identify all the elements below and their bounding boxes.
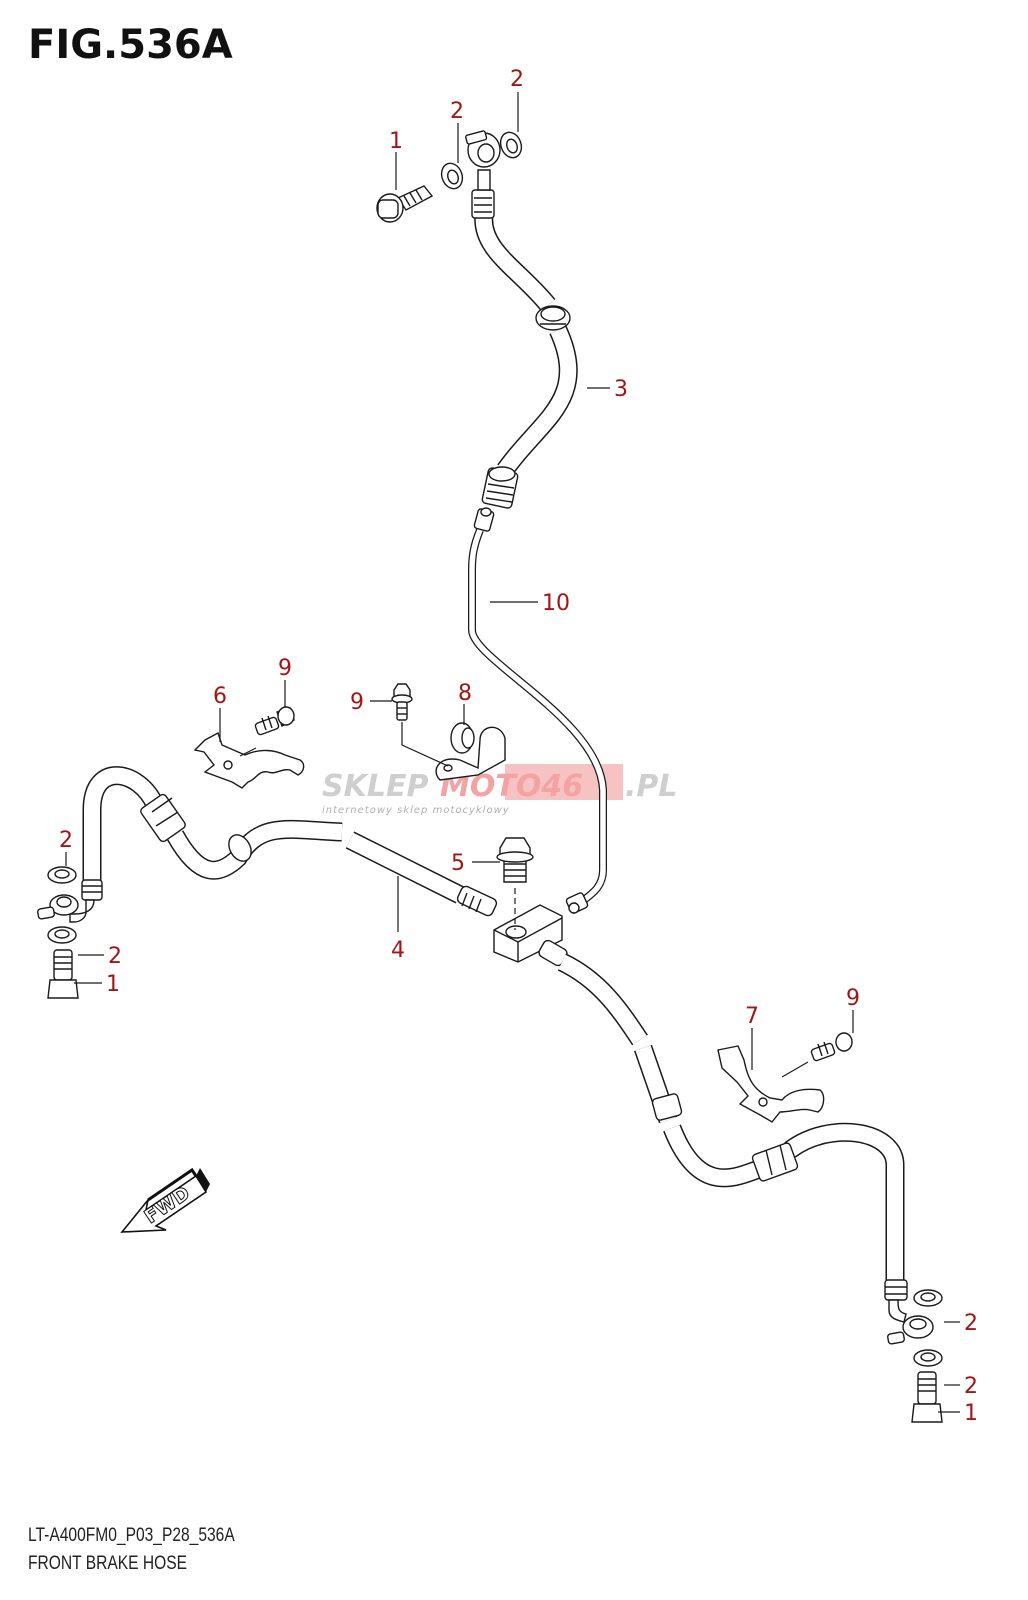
hose-clamp-bracket-left[interactable] (193, 731, 305, 789)
watermark: SKLEP MOTO46 .PL internetowy sklep motoc… (322, 764, 678, 816)
front-brake-hose-left[interactable] (69, 766, 498, 923)
banjo-fitting-top (465, 130, 501, 168)
gasket-left-lower[interactable] (47, 926, 77, 944)
callout-8[interactable]: 8 (458, 681, 472, 706)
callout-9-right[interactable]: 9 (846, 986, 860, 1011)
brake-pipe[interactable] (468, 507, 607, 914)
callout-4[interactable]: 4 (391, 938, 405, 963)
hose-coupler-right (751, 1142, 799, 1182)
gasket-right-upper[interactable] (913, 1289, 943, 1307)
union-bolt-top[interactable] (376, 185, 434, 223)
figure-name: FRONT BRAKE HOSE (28, 1553, 188, 1574)
callouts: 1 2 2 3 10 6 9 9 8 5 4 2 2 (59, 67, 978, 1426)
callout-2-right-upper[interactable]: 2 (964, 1311, 978, 1336)
callout-2-top-a[interactable]: 2 (450, 99, 464, 124)
hose-clamp-bracket-right[interactable] (717, 1045, 825, 1123)
callout-6[interactable]: 6 (213, 684, 227, 709)
callout-1-right[interactable]: 1 (964, 1401, 978, 1426)
hose-joint-middle (535, 305, 571, 331)
gasket-top-b[interactable] (497, 129, 525, 160)
callout-3[interactable]: 3 (614, 377, 628, 402)
callout-2-right-lower[interactable]: 2 (964, 1374, 978, 1399)
callout-1-top[interactable]: 1 (389, 129, 403, 154)
watermark-part3: .PL (625, 769, 678, 804)
front-brake-hose-right[interactable] (537, 939, 908, 1323)
callout-9-middle[interactable]: 9 (350, 690, 364, 715)
forward-arrow-icon: FWD (120, 1167, 210, 1233)
callout-7[interactable]: 7 (745, 1004, 759, 1029)
callout-2-left-upper[interactable]: 2 (59, 828, 73, 853)
callout-5[interactable]: 5 (451, 851, 465, 876)
bolt-9-right[interactable] (810, 1032, 853, 1062)
callout-2-left-lower[interactable]: 2 (108, 944, 122, 969)
callout-1-left[interactable]: 1 (106, 972, 120, 997)
bolt-9-middle[interactable] (391, 683, 413, 721)
gasket-top-a[interactable] (438, 160, 466, 191)
bracket-bolt-leader (781, 1061, 809, 1078)
gasket-left-upper[interactable] (47, 866, 77, 884)
callout-9-left[interactable]: 9 (278, 656, 292, 681)
figure-code: LT-A400FM0_P03_P28_536A (28, 1525, 235, 1546)
union-bolt-right[interactable] (911, 1371, 943, 1423)
clamp-bolt-leader (401, 722, 449, 767)
callout-10[interactable]: 10 (542, 591, 570, 616)
hose-clamp[interactable] (435, 722, 506, 781)
union-bolt-left[interactable] (47, 949, 79, 999)
banjo-fitting-right (887, 1315, 934, 1345)
figure-title: FIG.536A (28, 22, 233, 68)
watermark-part1: SKLEP (322, 769, 428, 804)
callout-2-top-b[interactable]: 2 (510, 67, 524, 92)
hose-joint-lower (481, 466, 519, 509)
banjo-fitting-left (37, 894, 79, 920)
hose-collar-left (228, 834, 252, 862)
hose-coupler-left (140, 793, 186, 843)
gasket-right-lower[interactable] (913, 1349, 943, 1367)
fwd-label: FWD (140, 1182, 194, 1228)
upper-brake-hose[interactable] (465, 130, 578, 509)
hose-collar-right (651, 1093, 683, 1121)
watermark-tagline: internetowy sklep motocyklowy (322, 805, 510, 816)
joint-bolt[interactable] (496, 837, 534, 930)
bolt-9-left[interactable] (254, 706, 295, 736)
